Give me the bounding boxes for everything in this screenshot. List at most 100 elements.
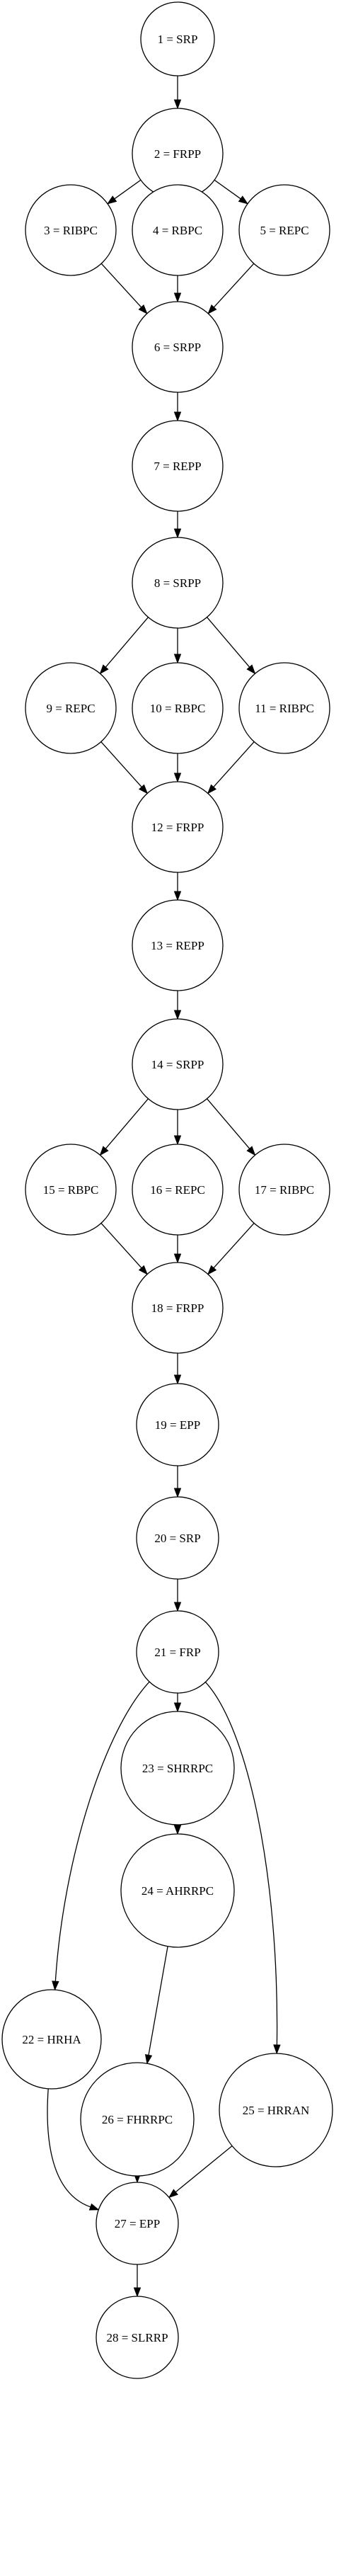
node-12: 12 = FRPP [132,781,224,873]
node-circle [96,2296,179,2379]
arrowhead-4-6 [173,292,182,303]
node-circle [238,662,330,754]
arrowhead-14-17 [246,1146,256,1156]
node-circle [238,1144,330,1236]
node-1: 1 = SRP [140,1,215,76]
node-label: 17 = RIBPC [255,1183,314,1197]
arrowhead-27-28 [133,2287,142,2298]
arrowhead-10-12 [173,773,182,783]
arrowhead-1-2 [173,99,182,110]
arrowhead-24-26 [144,2054,153,2065]
node-circle [132,781,224,873]
node-circle [238,184,330,276]
edge-2-3 [114,179,142,200]
node-circle [132,1262,224,1354]
edge-9-12 [100,741,142,787]
arrowhead-21-22 [52,1981,59,1991]
edge-22-27 [47,2088,91,2208]
edge-5-6 [213,263,255,308]
node-label: 14 = SRPP [151,1058,204,1071]
node-circle [25,184,117,276]
edge-14-17 [207,1098,250,1149]
arrowhead-22-27 [88,2203,100,2211]
node-label: 26 = FHRRPC [102,2113,173,2126]
arrowhead-8-11 [246,664,256,675]
node-label: 6 = SRPP [154,341,201,354]
edge-21-22 [54,1681,150,1982]
node-5: 5 = REPC [238,184,330,276]
node-3: 3 = RIBPC [25,184,117,276]
node-17: 17 = RIBPC [238,1144,330,1236]
node-label: 15 = RBPC [43,1183,99,1197]
node-circle [136,1496,219,1580]
node-circle [120,1833,235,1948]
node-label: 27 = EPP [115,2217,160,2230]
node-21: 21 = FRP [136,1610,219,1694]
node-circle [132,537,224,629]
arrowhead-8-10 [173,654,182,664]
edge-8-11 [207,617,250,668]
arrowhead-5-6 [207,304,217,314]
node-label: 8 = SRPP [154,576,201,590]
node-16: 16 = REPC [132,1144,224,1236]
node-25: 25 = HRRAN [219,2053,333,2167]
node-26: 26 = FHRRPC [80,2062,195,2177]
node-label: 7 = REPP [154,460,201,473]
node-23: 23 = SHRRPC [120,1711,235,1825]
node-label: 1 = SRP [158,33,198,46]
edge-15-18 [100,1223,142,1269]
arrowhead-23-24 [173,1825,182,1835]
arrowhead-2-5 [238,195,249,205]
node-14: 14 = SRPP [132,1018,224,1110]
node-circle [132,184,224,276]
edge-21-25 [204,1682,278,2046]
edge-14-15 [105,1098,149,1149]
node-27: 27 = EPP [96,2182,179,2265]
node-circle [132,662,224,754]
edge-25-27 [175,2145,233,2193]
node-label: 12 = FRPP [151,821,204,834]
node-4: 4 = RBPC [132,184,224,276]
arrowhead-11-12 [207,784,217,794]
arrowhead-13-14 [173,1010,182,1020]
arrowhead-12-13 [173,891,182,901]
edge-3-6 [100,263,142,308]
edge-8-9 [105,617,149,668]
node-label: 10 = RBPC [150,702,206,715]
node-circle [136,1383,219,1466]
arrowhead-7-8 [173,528,182,539]
node-18: 18 = FRPP [132,1262,224,1354]
node-label: 23 = SHRRPC [142,1762,213,1775]
node-label: 24 = AHRRPC [142,1884,214,1898]
node-circle [25,1144,117,1236]
node-28: 28 = SLRRP [96,2296,179,2379]
node-label: 21 = FRP [154,1646,200,1659]
edge-17-18 [213,1223,255,1269]
node-9: 9 = REPC [25,662,117,754]
node-10: 10 = RBPC [132,662,224,754]
edge-11-12 [213,741,255,787]
node-circle [136,1610,219,1694]
node-20: 20 = SRP [136,1496,219,1580]
node-8: 8 = SRPP [132,537,224,629]
node-label: 28 = SLRRP [106,2331,168,2344]
node-label: 3 = RIBPC [44,224,98,237]
arrowhead-20-21 [173,1602,182,1612]
arrowhead-19-20 [173,1488,182,1498]
node-circle [96,2182,179,2265]
arrowhead-2-3 [106,195,117,205]
arrowhead-8-9 [99,664,109,675]
arrowhead-21-23 [173,1702,182,1713]
arrowhead-21-25 [273,2044,281,2055]
node-circle [219,2053,333,2167]
node-label: 16 = REPC [150,1183,205,1197]
node-label: 9 = REPC [46,702,95,715]
node-circle [132,1018,224,1110]
arrowhead-17-18 [207,1265,217,1275]
node-circle [132,1144,224,1236]
arrowhead-14-16 [173,1135,182,1146]
node-15: 15 = RBPC [25,1144,117,1236]
